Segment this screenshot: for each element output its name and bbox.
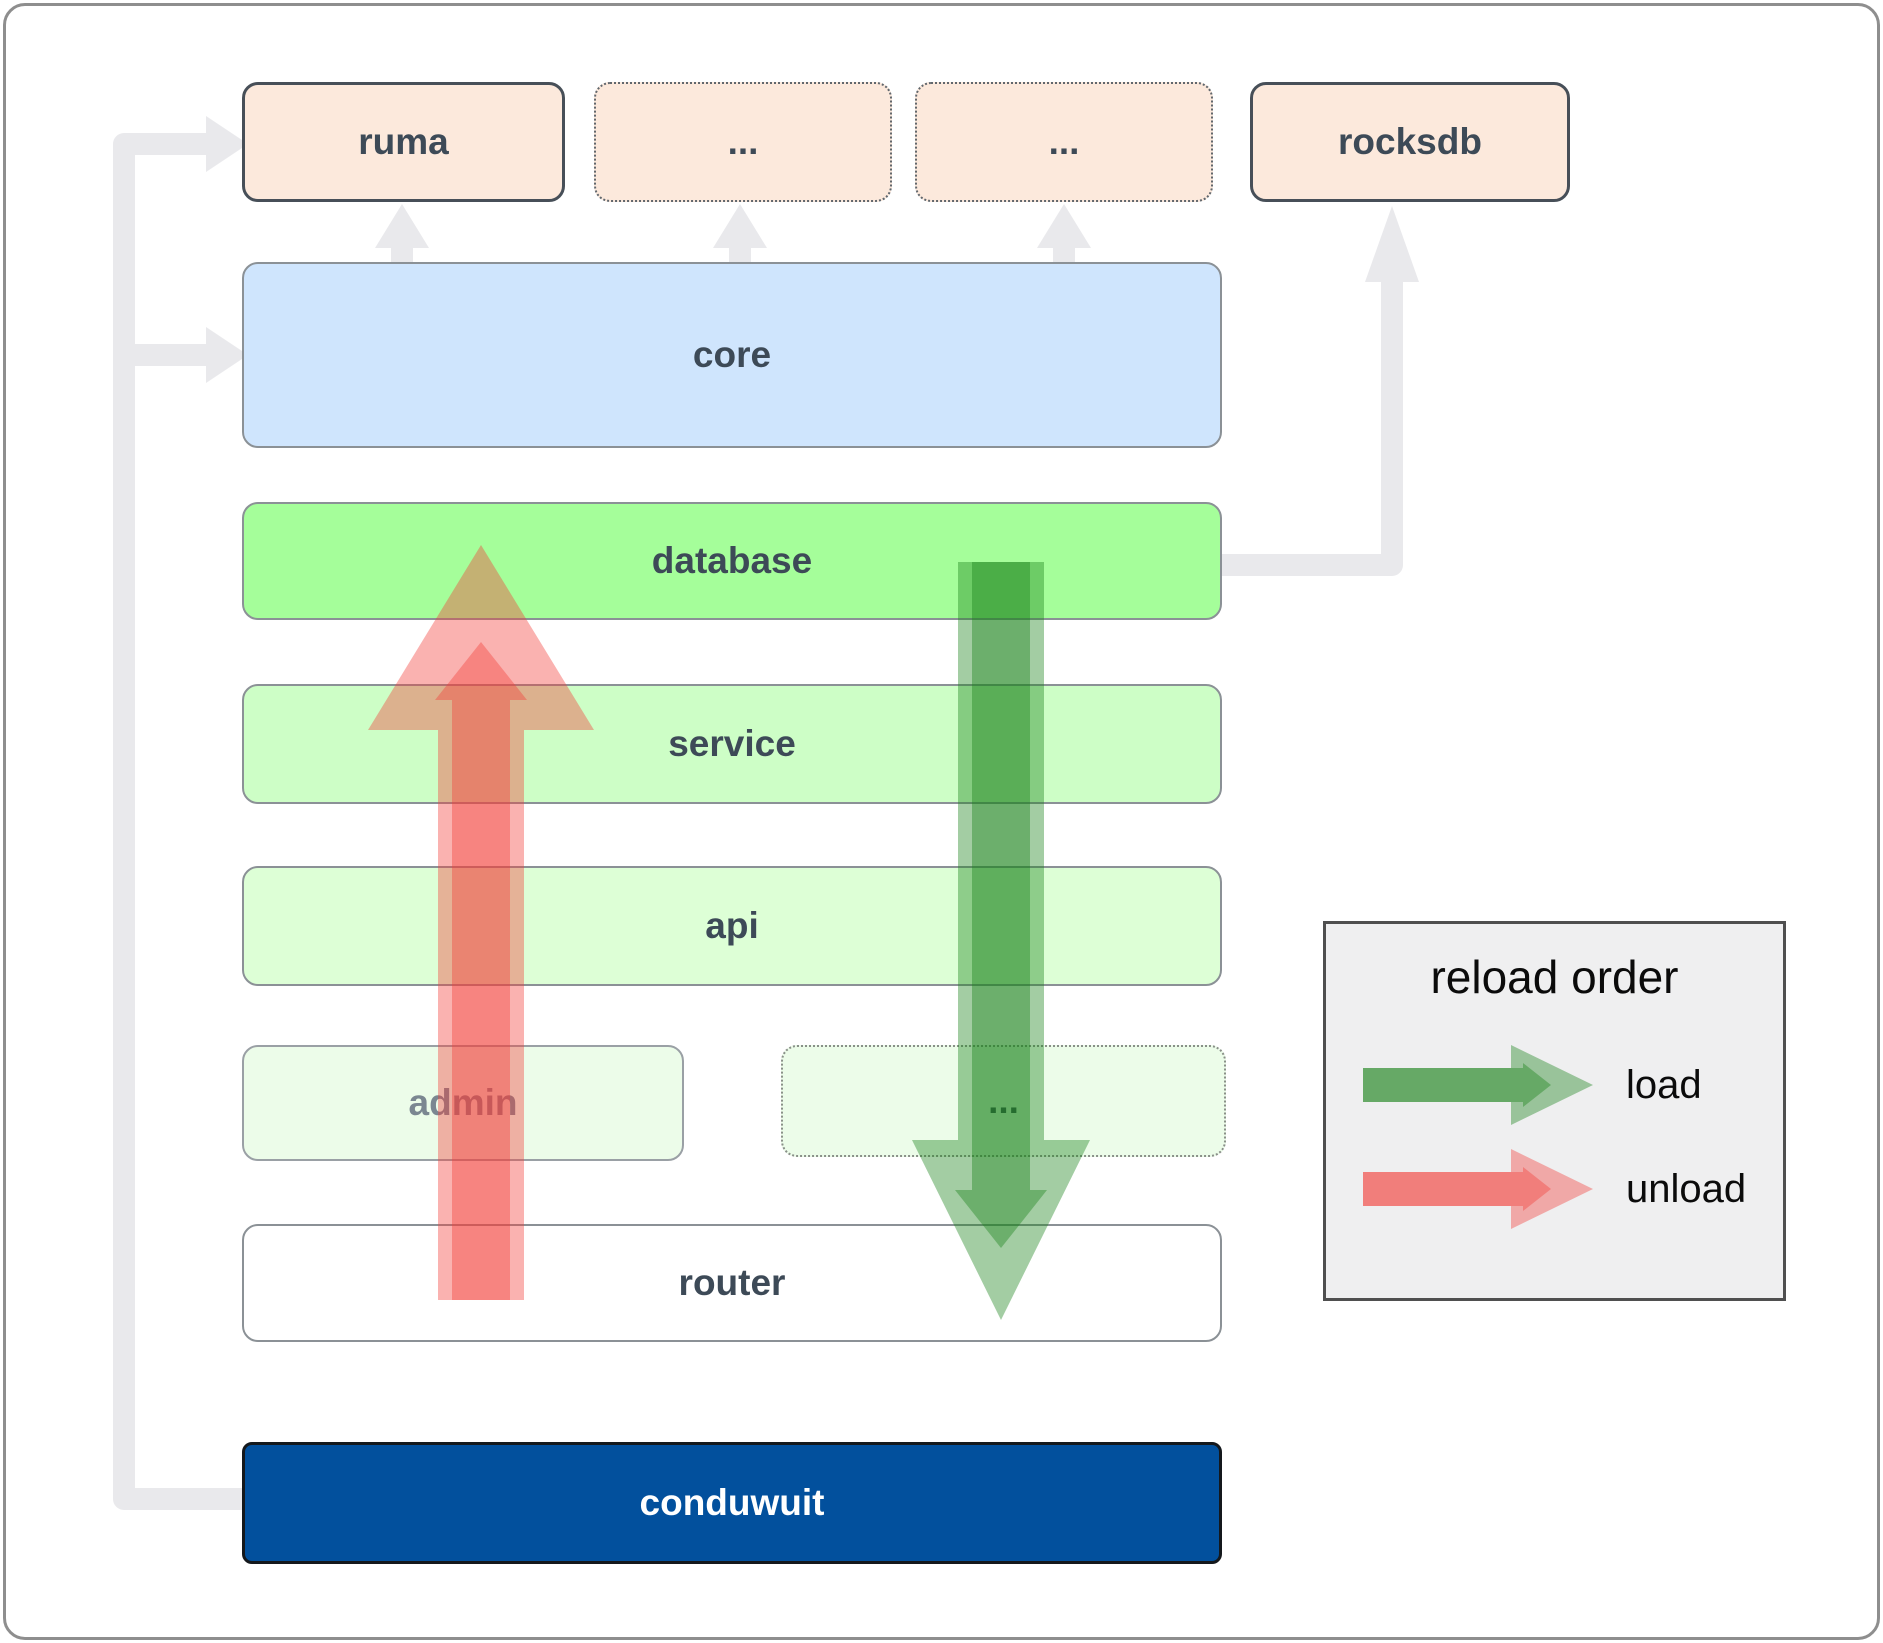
unload-arrow-outer (368, 545, 594, 1300)
legend-unload-label: unload (1626, 1167, 1747, 1211)
node-service: service (242, 684, 1222, 804)
connector-conduwuit-to-ruma (113, 133, 246, 1510)
node-ellipsis-top-2: ... (915, 82, 1213, 202)
arrowhead-core-to-extra2 (1037, 204, 1091, 248)
node-ellipsis-top-2-label: ... (1048, 121, 1080, 162)
node-admin-label: admin (409, 1082, 518, 1124)
node-router: router (242, 1224, 1222, 1342)
unload-arrow-inner (435, 642, 527, 1300)
load-arrow-inner (955, 562, 1047, 1248)
node-database-label: database (651, 540, 813, 581)
legend-load-arrow-outer (1363, 1045, 1593, 1125)
connector-database-to-rocksdb (1222, 276, 1403, 576)
node-ruma: ruma (242, 82, 565, 202)
node-core: core (242, 262, 1222, 448)
node-ellipsis-top-1-label: ... (727, 121, 759, 162)
node-api: api (242, 866, 1222, 986)
legend-load-label: load (1626, 1063, 1702, 1107)
node-api-label: api (705, 905, 759, 946)
legend-title: reload order (1430, 951, 1679, 1003)
legend-load-arrow-inner (1363, 1063, 1551, 1107)
node-conduwuit-label: conduwuit (639, 1482, 825, 1523)
node-core-label: core (692, 334, 772, 375)
legend: reload order load unload (1323, 921, 1786, 1301)
arrowhead-core-to-ruma (375, 204, 429, 248)
arrowhead-core-to-extra1 (713, 204, 767, 248)
legend-arrows (1363, 1045, 1593, 1229)
node-ellipsis-admin-row: ... (781, 1045, 1226, 1157)
node-admin: admin (242, 1045, 684, 1161)
node-database: database (242, 502, 1222, 620)
load-arrow-outer (912, 562, 1090, 1320)
legend-unload-arrow-outer (1363, 1149, 1593, 1229)
node-conduwuit: conduwuit (242, 1442, 1222, 1564)
node-ruma-label: ruma (358, 121, 449, 162)
node-service-label: service (668, 723, 796, 764)
node-ellipsis-top-1: ... (594, 82, 892, 202)
legend-unload-arrow-inner (1363, 1167, 1551, 1211)
arrowhead-into-core (206, 327, 248, 383)
node-router-label: router (678, 1262, 786, 1303)
node-rocksdb: rocksdb (1250, 82, 1570, 202)
node-rocksdb-label: rocksdb (1338, 121, 1482, 162)
arrowhead-into-rocksdb (1365, 206, 1419, 282)
node-ellipsis-admin-row-label: ... (988, 1080, 1019, 1122)
arrowhead-into-ruma (206, 116, 248, 172)
